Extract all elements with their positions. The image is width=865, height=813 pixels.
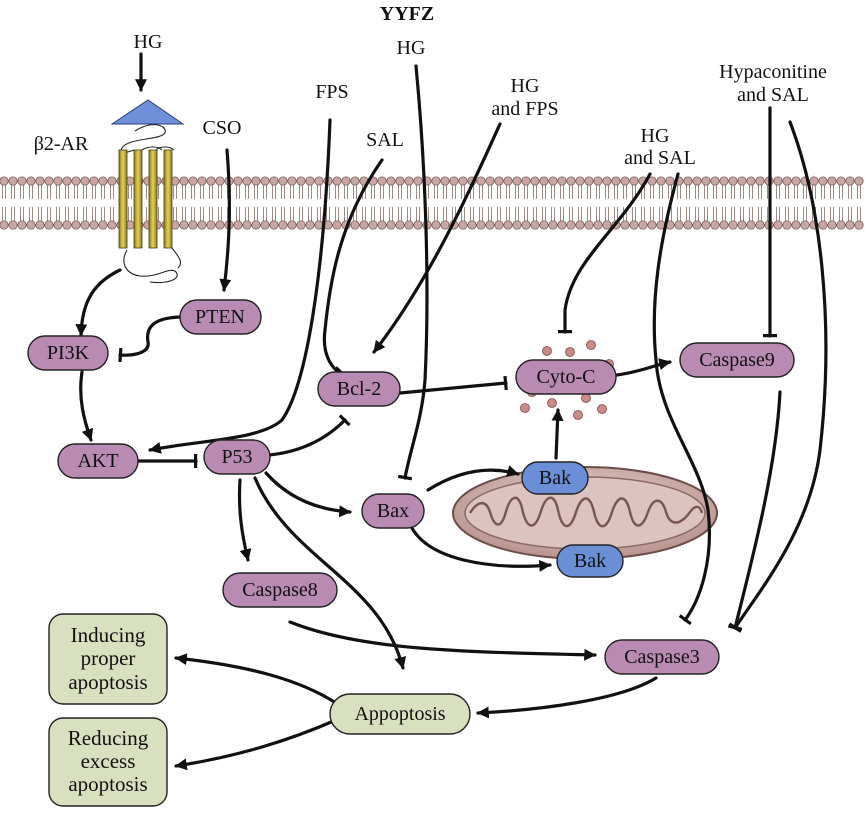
- node-caspase8-label: Caspase8: [242, 579, 318, 601]
- arrow-caspase9-to-caspase3: [727, 390, 782, 631]
- arrow-bax-to-bak-bottom: [410, 526, 552, 572]
- arrow-hg-fps-to-bcl2: [372, 122, 502, 354]
- outcome-inducing-line1: Inducing: [71, 623, 146, 647]
- label-cso: CSO: [203, 117, 242, 139]
- arrow-apoptosis-to-reducing: [174, 718, 338, 771]
- node-apoptosis-label: Appoptosis: [354, 703, 445, 725]
- node-caspase3-label: Caspase3: [624, 646, 700, 668]
- node-bak-top-label: Bak: [539, 467, 571, 489]
- node-akt: AKT: [57, 443, 139, 479]
- node-p53-label: P53: [221, 446, 252, 468]
- inhibit-bcl2-to-cytoc: [398, 375, 508, 395]
- node-bak-bottom-label: Bak: [574, 550, 606, 572]
- node-pi3k: PI3K: [27, 335, 109, 371]
- arrow-bax-to-bak-top: [426, 465, 520, 492]
- arrow-cso-to-pten: [219, 148, 232, 292]
- node-akt-label: AKT: [77, 450, 118, 472]
- arrow-sal-to-bcl2: [322, 158, 384, 378]
- arrow-b2ar-to-pi3k: [75, 268, 122, 337]
- label-fps: FPS: [315, 81, 348, 103]
- node-bak-top: Bak: [521, 461, 589, 495]
- cell-membrane: [0, 176, 864, 230]
- node-caspase9: Caspase9: [679, 342, 795, 378]
- node-bax: Bax: [361, 493, 425, 529]
- node-cytoc-label: Cyto-C: [537, 366, 596, 388]
- node-caspase3: Caspase3: [604, 639, 720, 675]
- label-hg-sal-line1: HG: [641, 125, 670, 147]
- label-hg: HG: [397, 37, 426, 59]
- hg-ligand-triangle: [110, 99, 185, 125]
- node-pten: PTEN: [179, 299, 262, 335]
- inhibit-hg-sal-to-cytoc: [558, 172, 652, 334]
- label-hypaconitine-sal-line1: Hypaconitine: [719, 61, 827, 83]
- node-bcl2: Bcl-2: [317, 371, 401, 407]
- node-pi3k-label: PI3K: [47, 342, 90, 364]
- label-hg-sal-line2: and SAL: [624, 147, 696, 169]
- outcome-inducing-line2: proper: [81, 646, 136, 670]
- node-bak-bottom: Bak: [556, 544, 624, 578]
- inhibit-p53-to-bcl2: [267, 414, 351, 457]
- arrow-fps-to-akt: [148, 118, 332, 454]
- inhibit-hypaconitine-to-caspase3: [728, 120, 828, 633]
- label-hg-fps-line1: HG: [511, 75, 540, 97]
- outcome-reducing-excess-apoptosis: Reducing excess apoptosis: [48, 717, 168, 807]
- inhibit-pten-pi3k: [118, 315, 182, 363]
- mitochondrion: [452, 466, 718, 560]
- outcome-reducing-line1: Reducing: [68, 726, 149, 750]
- arrow-caspase3-to-apoptosis: [476, 676, 658, 719]
- arrow-p53-to-bax: [264, 471, 352, 518]
- node-p53: P53: [203, 439, 271, 475]
- outcome-reducing-line3: apoptosis: [68, 772, 147, 796]
- beta2-ar-receptor: [118, 124, 181, 284]
- arrow-cytoc-to-caspase9: [615, 358, 672, 377]
- node-bax-label: Bax: [377, 500, 409, 522]
- outcome-inducing-proper-apoptosis: Inducing proper apoptosis: [48, 613, 168, 705]
- diagram-title: YYFZ: [380, 3, 434, 25]
- node-cytoc: Cyto-C: [515, 359, 617, 395]
- node-bcl2-label: Bcl-2: [337, 378, 381, 400]
- arrow-p53-to-caspase8: [237, 478, 252, 562]
- label-hg-fps-line2: and FPS: [491, 98, 558, 120]
- label-hypaconitine-sal-line2: and SAL: [737, 84, 809, 106]
- outcome-reducing-line2: excess: [81, 749, 136, 773]
- pathway-connectors: [75, 64, 828, 771]
- inhibit-hg-to-bax: [397, 64, 429, 481]
- outcome-inducing-line3: apoptosis: [68, 670, 147, 694]
- arrow-apoptosis-to-inducing: [174, 653, 338, 705]
- arrow-caspase8-to-caspase3: [288, 620, 597, 661]
- node-apoptosis: Appoptosis: [329, 693, 471, 735]
- arrow-bak-to-cytoc: [551, 408, 564, 460]
- inhibit-hg-sal-to-caspase3: [652, 172, 712, 626]
- node-pten-label: PTEN: [195, 306, 245, 328]
- label-beta2-ar: β2-AR: [34, 133, 89, 155]
- arrow-p53-to-apoptosis: [253, 476, 407, 670]
- arrow-pi3k-to-akt: [79, 370, 94, 442]
- node-caspase8: Caspase8: [222, 572, 338, 608]
- label-hg-ligand: HG: [134, 31, 163, 53]
- node-caspase9-label: Caspase9: [699, 349, 775, 371]
- label-sal: SAL: [366, 129, 404, 151]
